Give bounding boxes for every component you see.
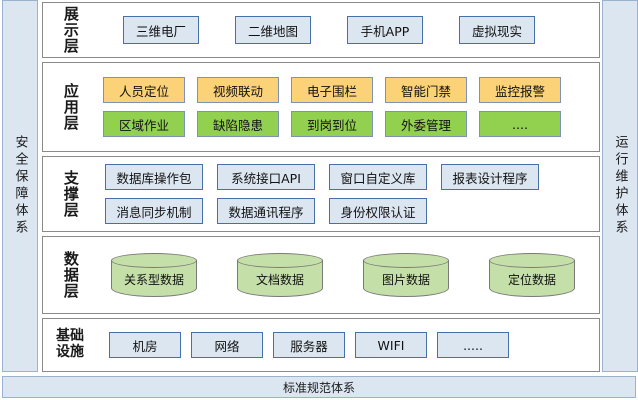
layer-application-title-text: 应用层 <box>61 83 80 131</box>
database-cylinder-3-label: 定位数据 <box>507 273 556 287</box>
node-application-r1-0[interactable]: 人员定位 <box>103 77 185 103</box>
cylinder-top-icon <box>489 253 575 268</box>
node-support-r2-1[interactable]: 数据通讯程序 <box>217 198 315 224</box>
layer-support-title: 支撑层 <box>43 170 97 218</box>
node-application-r1-3[interactable]: 智能门禁 <box>385 77 467 103</box>
node-support-r2-2[interactable]: 身份权限认证 <box>329 198 427 224</box>
layer-application-row-1: 人员定位 视频联动 电子围栏 智能门禁 监控报警 <box>97 77 593 103</box>
node-application-r2-3[interactable]: 外委管理 <box>385 111 467 137</box>
layer-data-body: 关系型数据 文档数据 图片数据 定位数据 <box>97 253 599 297</box>
node-support-r2-0[interactable]: 消息同步机制 <box>105 198 203 224</box>
layer-infrastructure-body: 机房 网络 服务器 WIFI ..... <box>97 332 599 358</box>
database-cylinder-0[interactable]: 关系型数据 <box>111 253 197 297</box>
left-vertical-bar-label: 安全保障体系 <box>12 135 28 237</box>
bottom-bar-label: 标准规范体系 <box>282 380 355 395</box>
node-infrastructure-3[interactable]: WIFI <box>355 332 427 358</box>
node-application-r2-1[interactable]: 缺陷隐患 <box>197 111 279 137</box>
node-support-r1-2[interactable]: 窗口自定义库 <box>329 164 427 190</box>
database-cylinder-3[interactable]: 定位数据 <box>489 253 575 297</box>
node-presentation-0[interactable]: 三维电厂 <box>123 16 199 44</box>
layer-infrastructure-row: 机房 网络 服务器 WIFI ..... <box>97 332 593 358</box>
cylinder-top-icon <box>237 253 323 268</box>
right-vertical-bar-operations: 运行维护体系 <box>602 0 638 372</box>
layer-application-row-2: 区域作业 缺陷隐患 到岗到位 外委管理 .... <box>97 111 593 137</box>
node-application-r2-2[interactable]: 到岗到位 <box>291 111 373 137</box>
node-presentation-3[interactable]: 虚拟现实 <box>459 16 535 44</box>
layer-infrastructure: 基础设施 机房 网络 服务器 WIFI ..... <box>42 318 600 372</box>
layer-application: 应用层 人员定位 视频联动 电子围栏 智能门禁 监控报警 区域作业 缺陷隐患 到… <box>42 62 600 152</box>
database-cylinder-0-label: 关系型数据 <box>123 273 184 287</box>
layer-infrastructure-title-text: 基础设施 <box>56 328 84 360</box>
cylinder-top-icon <box>111 253 197 268</box>
layer-presentation-title: 展示层 <box>43 6 97 54</box>
right-vertical-bar-label: 运行维护体系 <box>612 135 628 237</box>
layer-support-row-1: 数据库操作包 系统接口API 窗口自定义库 报表设计程序 <box>97 164 593 190</box>
node-presentation-2[interactable]: 手机APP <box>347 16 423 44</box>
layer-presentation-body: 三维电厂 二维地图 手机APP 虚拟现实 <box>97 16 599 44</box>
node-support-r1-0[interactable]: 数据库操作包 <box>105 164 203 190</box>
node-application-r2-0[interactable]: 区域作业 <box>103 111 185 137</box>
layer-support: 支撑层 数据库操作包 系统接口API 窗口自定义库 报表设计程序 消息同步机制 … <box>42 156 600 232</box>
cylinder-top-icon <box>363 253 449 268</box>
layer-support-body: 数据库操作包 系统接口API 窗口自定义库 报表设计程序 消息同步机制 数据通讯… <box>97 164 599 224</box>
left-vertical-bar-security: 安全保障体系 <box>2 0 38 372</box>
layer-infrastructure-title: 基础设施 <box>43 328 97 360</box>
node-support-r1-1[interactable]: 系统接口API <box>217 164 315 190</box>
database-cylinder-2[interactable]: 图片数据 <box>363 253 449 297</box>
node-application-r1-1[interactable]: 视频联动 <box>197 77 279 103</box>
node-infrastructure-1[interactable]: 网络 <box>191 332 263 358</box>
database-cylinder-1[interactable]: 文档数据 <box>237 253 323 297</box>
database-cylinder-2-label: 图片数据 <box>381 273 430 287</box>
node-presentation-1[interactable]: 二维地图 <box>235 16 311 44</box>
node-infrastructure-0[interactable]: 机房 <box>109 332 181 358</box>
layer-application-body: 人员定位 视频联动 电子围栏 智能门禁 监控报警 区域作业 缺陷隐患 到岗到位 … <box>97 77 599 137</box>
bottom-bar-standards: 标准规范体系 <box>2 376 636 398</box>
layer-data-row: 关系型数据 文档数据 图片数据 定位数据 <box>97 253 593 297</box>
layer-data-title-text: 数据层 <box>61 251 80 299</box>
layer-data: 数据层 关系型数据 文档数据 图片数据 <box>42 236 600 314</box>
layer-application-title: 应用层 <box>43 83 97 131</box>
layer-data-title: 数据层 <box>43 251 97 299</box>
node-infrastructure-4[interactable]: ..... <box>437 332 509 358</box>
node-application-r1-2[interactable]: 电子围栏 <box>291 77 373 103</box>
node-infrastructure-2[interactable]: 服务器 <box>273 332 345 358</box>
layer-presentation-title-text: 展示层 <box>61 6 80 54</box>
layer-support-row-2: 消息同步机制 数据通讯程序 身份权限认证 <box>97 198 593 224</box>
layer-support-title-text: 支撑层 <box>61 170 80 218</box>
node-application-r1-4[interactable]: 监控报警 <box>479 77 561 103</box>
node-application-r2-4[interactable]: .... <box>479 111 561 137</box>
database-cylinder-1-label: 文档数据 <box>255 273 304 287</box>
layer-presentation-row: 三维电厂 二维地图 手机APP 虚拟现实 <box>97 16 593 44</box>
node-support-r1-3[interactable]: 报表设计程序 <box>441 164 539 190</box>
layer-presentation: 展示层 三维电厂 二维地图 手机APP 虚拟现实 <box>42 2 600 58</box>
